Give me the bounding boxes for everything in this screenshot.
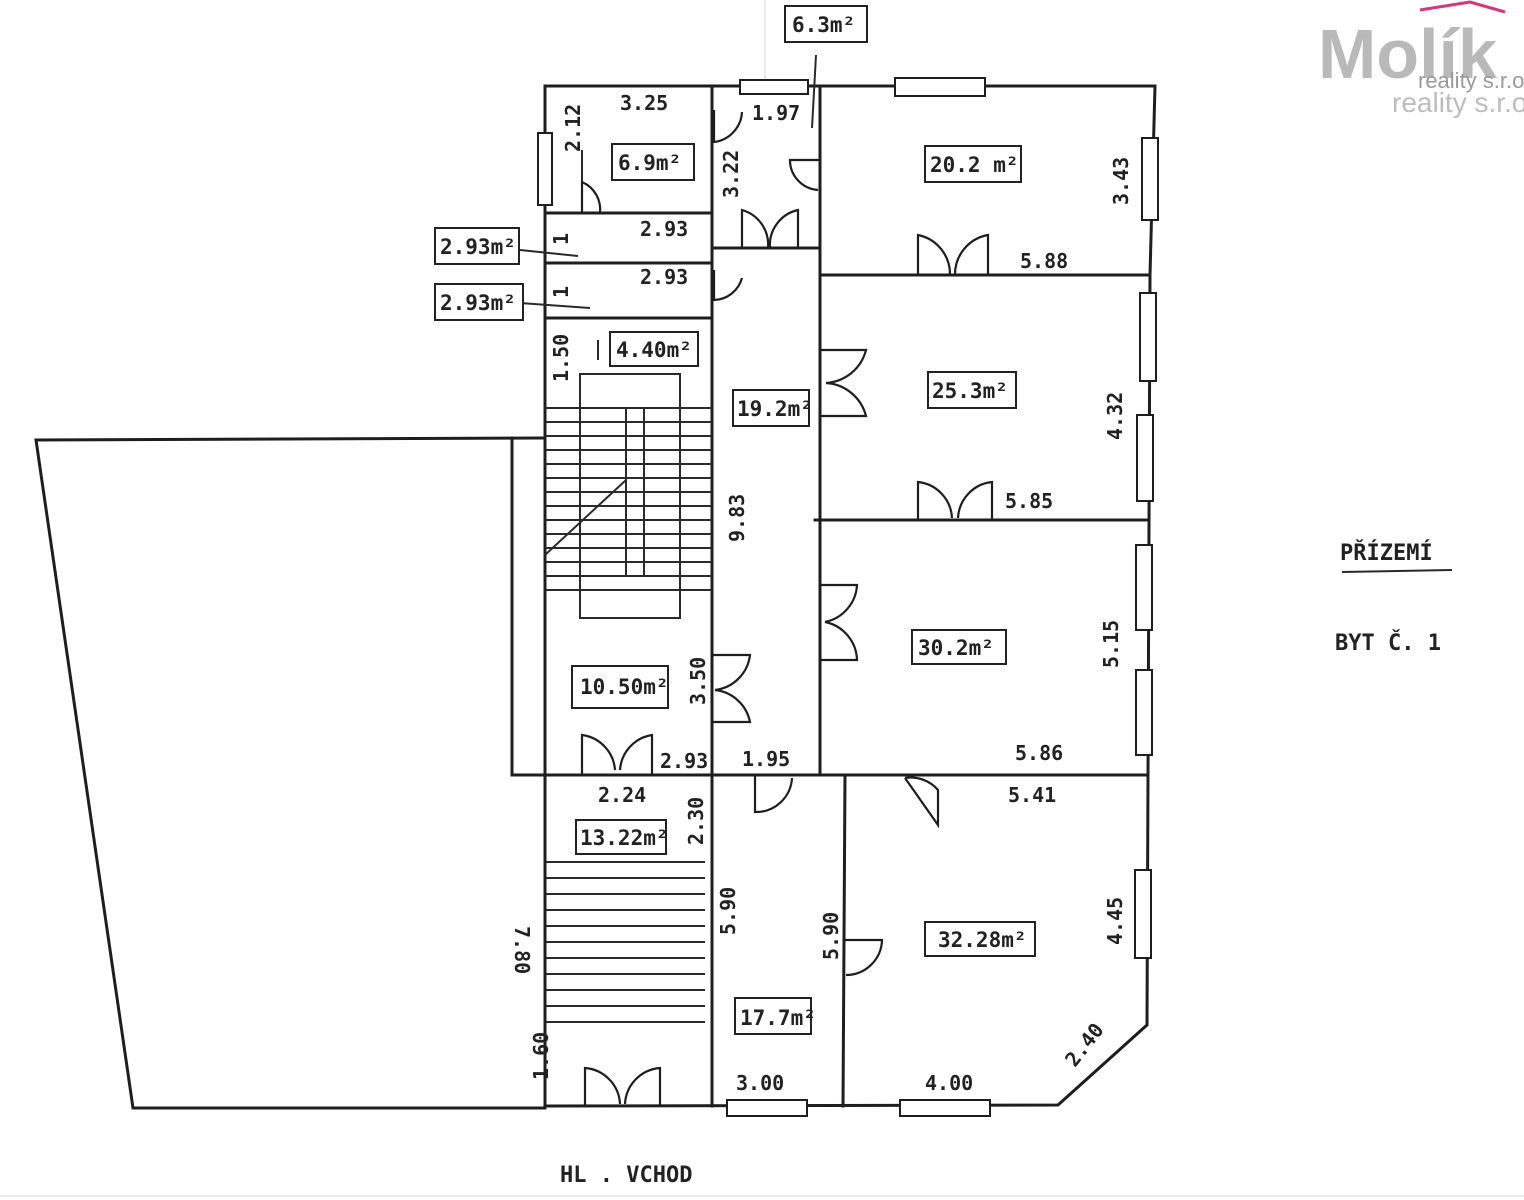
dimension: 5.85: [1005, 489, 1053, 513]
svg-text:20.2 m²: 20.2 m²: [930, 153, 1019, 177]
dimension: 2.93: [660, 749, 708, 773]
area-label: 6.3m²: [784, 5, 868, 43]
dimension: 5.41: [1008, 783, 1056, 807]
dimension: 4.45: [1103, 897, 1127, 945]
floor-label: PŘÍZEMÍ: [1340, 540, 1433, 566]
window: [1135, 544, 1153, 631]
staircase: [544, 373, 712, 1023]
leader-arrows: [519, 54, 817, 360]
dimension: 1.97: [752, 101, 800, 125]
dimension: 1: [549, 233, 573, 245]
dimension: 2.40: [1060, 1018, 1109, 1071]
dimension-labels: 3.25 1.97 2.12 3.22 3.43 2.93 2.93 1 1 5…: [510, 91, 1133, 1095]
window: [739, 79, 809, 95]
svg-text:10.50m²: 10.50m²: [580, 675, 669, 699]
dimension: 2.24: [598, 783, 646, 807]
area-label: 6.9m²: [611, 143, 695, 181]
logo-line-2: reality s.r.o: [1392, 87, 1524, 118]
dimension: 3.50: [686, 657, 710, 705]
dimension: 1.60: [529, 1032, 553, 1080]
dimension: 5.86: [1015, 741, 1063, 765]
window: [726, 1099, 808, 1117]
dimension: 5.88: [1020, 249, 1068, 273]
area-label: 2.93m²: [434, 283, 524, 321]
dimension: 3.22: [719, 150, 743, 198]
svg-text:2.93m²: 2.93m²: [440, 291, 516, 315]
window: [1134, 869, 1152, 959]
dimension: 2.30: [684, 797, 708, 845]
logo-roof-icon: [1419, 0, 1506, 14]
area-label: 32.28m²: [924, 921, 1036, 957]
notes: PŘÍZEMÍ BYT Č. 1 HL . VCHOD: [560, 540, 1453, 1188]
window: [1135, 669, 1153, 756]
company-logo: Molík reality s.r.o. reality s.r.o: [1318, 0, 1524, 118]
area-label: 13.22m²: [575, 819, 669, 855]
window: [1141, 137, 1159, 221]
area-label: 10.50m²: [571, 665, 669, 709]
window: [1139, 292, 1157, 382]
dimension: 3.25: [620, 91, 668, 115]
svg-text:13.22m²: 13.22m²: [580, 826, 669, 850]
dimension: 4.00: [925, 1071, 973, 1095]
area-label: 4.40m²: [609, 331, 699, 367]
area-label: 2.93m²: [434, 227, 520, 265]
svg-text:4.40m²: 4.40m²: [616, 338, 692, 362]
window: [899, 1099, 991, 1117]
doors: [580, 110, 994, 1106]
dimension: 2.93: [640, 217, 688, 241]
entrance-label: HL . VCHOD: [560, 1163, 692, 1188]
logo-line-1: reality s.r.o.: [1418, 68, 1524, 93]
area-label: 25.3m²: [927, 371, 1017, 409]
dimension: 3.43: [1109, 157, 1133, 205]
dimension: 1: [549, 286, 573, 298]
area-label: 30.2m²: [911, 629, 1007, 665]
dimension: 9.83: [725, 494, 749, 542]
window: [894, 77, 986, 97]
svg-text:25.3m²: 25.3m²: [932, 379, 1008, 403]
svg-text:17.7m²: 17.7m²: [740, 1006, 816, 1030]
area-label: 19.2m²: [732, 389, 813, 427]
dimension: 5.90: [716, 887, 740, 935]
svg-text:32.28m²: 32.28m²: [938, 928, 1027, 952]
dimension: 5.15: [1099, 620, 1123, 668]
svg-text:6.3m²: 6.3m²: [792, 13, 855, 37]
dimension: 2.12: [561, 104, 585, 152]
unit-label: BYT Č. 1: [1335, 630, 1441, 656]
dimension: 4.32: [1103, 392, 1127, 440]
dimension: 5.90: [819, 912, 843, 960]
area-labels: 6.3m² 6.9m² 20.2 m² 2.93m² 2.93m² 4.40m²…: [434, 5, 1036, 1035]
svg-text:30.2m²: 30.2m²: [918, 636, 994, 660]
area-label: 17.7m²: [734, 997, 816, 1035]
window: [537, 132, 553, 206]
svg-text:19.2m²: 19.2m²: [737, 397, 813, 421]
window: [1136, 414, 1154, 502]
dimension: 2.93: [640, 265, 688, 289]
dimension: 3.00: [736, 1071, 784, 1095]
svg-text:6.9m²: 6.9m²: [618, 151, 681, 175]
logo-brand: Molík: [1318, 15, 1497, 93]
dimension: 1.50: [549, 334, 573, 382]
dimension: 1.95: [742, 747, 790, 771]
svg-text:2.93m²: 2.93m²: [440, 235, 516, 259]
windows: [537, 77, 1159, 1117]
area-label: 20.2 m²: [924, 145, 1022, 183]
dimension: 7.80: [510, 926, 534, 974]
